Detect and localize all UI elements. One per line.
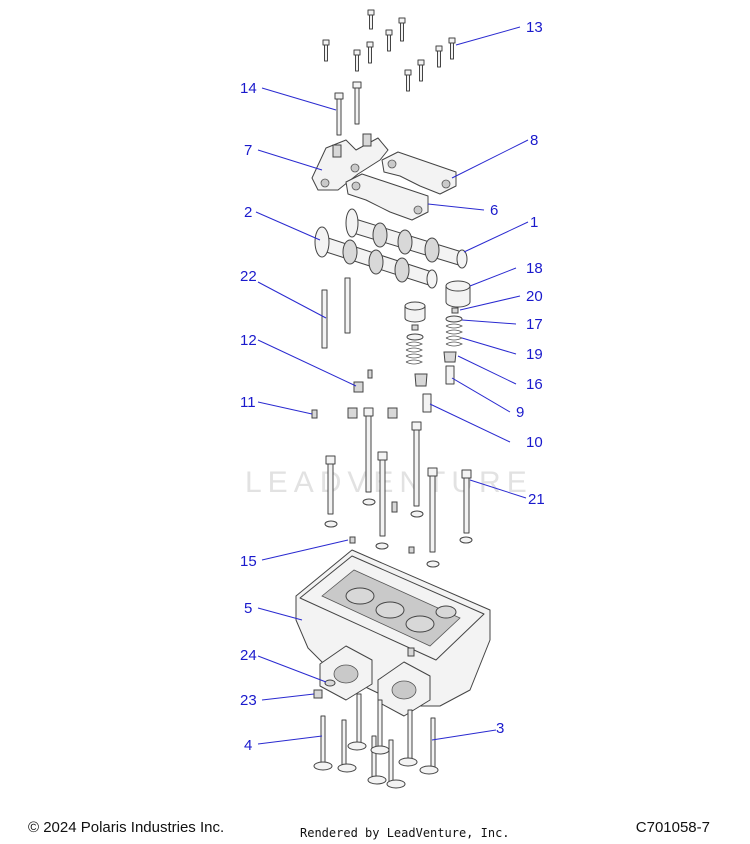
callout-20: 20: [526, 288, 543, 305]
callout-9: 9: [516, 404, 524, 421]
callout-14: 14: [240, 80, 257, 97]
fitting-24: [324, 679, 336, 687]
keeper-20: [411, 307, 459, 331]
pin-11: [311, 409, 318, 419]
rendered-by-text: Rendered by LeadVenture, Inc.: [300, 826, 510, 840]
callout-13: 13: [526, 19, 543, 36]
copyright-text: © 2024 Polaris Industries Inc.: [28, 819, 225, 836]
callout-12: 12: [240, 332, 257, 349]
bolt-group-13: [322, 9, 456, 92]
head-bolt-21: [325, 407, 472, 553]
tappet-18: [404, 280, 471, 323]
callout-1: 1: [530, 214, 538, 231]
cylinder-head-5: [295, 549, 491, 717]
callout-4: 4: [244, 737, 252, 754]
callout-10: 10: [526, 434, 543, 451]
valve-3: [370, 699, 439, 789]
callout-11: 11: [240, 394, 256, 411]
washer-15: [324, 498, 473, 568]
callout-6: 6: [490, 202, 498, 219]
camshaft-1: [345, 208, 468, 269]
stud-22: [321, 277, 351, 349]
camshaft-cap-6: [345, 173, 429, 221]
callout-3: 3: [496, 720, 504, 737]
diagram-code: C701058-7: [635, 819, 710, 836]
callout-18: 18: [526, 260, 543, 277]
camshaft-cap-7: [311, 133, 389, 191]
callout-17: 17: [526, 316, 543, 333]
callout-7: 7: [244, 142, 252, 159]
callout-15: 15: [240, 553, 257, 570]
callout-19: 19: [526, 346, 543, 363]
callout-5: 5: [244, 600, 252, 617]
valve-spring-19: [405, 323, 463, 365]
callout-23: 23: [240, 692, 257, 709]
bolt-group-14: [334, 81, 362, 136]
camshaft-cap-8: [381, 151, 457, 195]
valve-guide-9: [422, 365, 455, 413]
callout-24: 24: [240, 647, 257, 664]
retainer-17: [406, 315, 463, 341]
callout-2: 2: [244, 204, 252, 221]
plug-23: [313, 689, 323, 699]
valve-4: [313, 693, 387, 785]
callout-21: 21: [528, 491, 545, 508]
valve-seal-16: [414, 351, 457, 387]
camshaft-2: [314, 226, 438, 289]
callout-8: 8: [530, 132, 538, 149]
dowel-12: [347, 369, 398, 419]
watermark: LEADVENTURE: [245, 466, 533, 499]
leader-lines: [255, 26, 529, 745]
callout-16: 16: [526, 376, 543, 393]
callout-labels: 13 14 7 8 6 2 1 18 20 17 19 16 9 10 22 1…: [240, 19, 545, 754]
callout-22: 22: [240, 268, 257, 285]
